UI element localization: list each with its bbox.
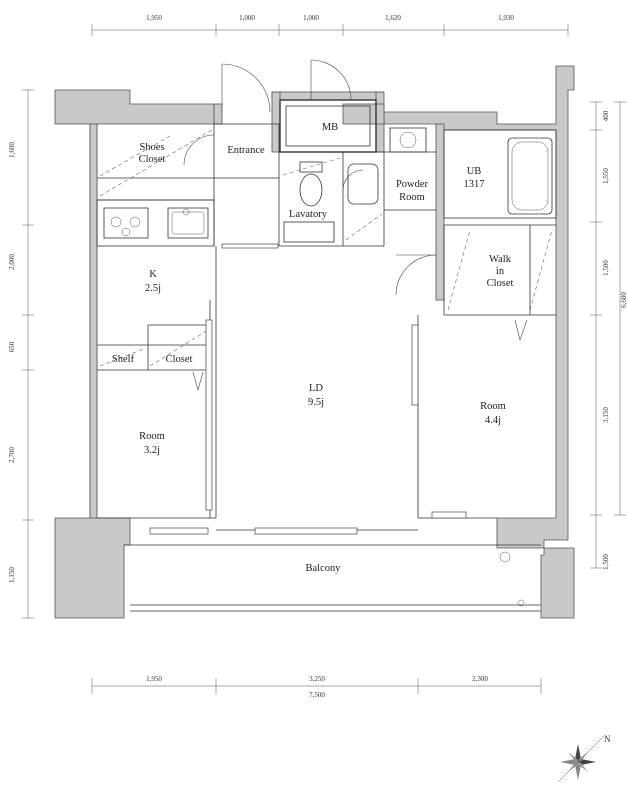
compass-rose-icon: N	[557, 734, 611, 783]
interior-walls	[96, 123, 557, 546]
dim-top-1: 1,950	[146, 14, 162, 22]
dim-bottom-1: 1,950	[146, 675, 162, 683]
kitchen-sink-icon	[167, 207, 209, 239]
stove-icon	[103, 207, 149, 239]
dim-left-4: 2,700	[8, 447, 16, 463]
dim-right-4: 3,150	[602, 407, 610, 423]
top-dimension-line: 1,950 1,000 1,000 1,620 1,930	[91, 14, 569, 36]
room-west-label-2: 3.2j	[144, 445, 160, 456]
room-west-label-1: Room	[139, 431, 165, 442]
dim-bottom-3: 2,300	[472, 675, 488, 683]
dim-right-total: 6,600	[620, 292, 628, 308]
fixtures	[103, 127, 553, 243]
dim-bottom-total: 7,500	[309, 691, 325, 699]
room-labels: Shoes Closet Entrance Lavatory Powder Ro…	[112, 142, 514, 574]
dim-right-2: 1,550	[602, 168, 610, 184]
doors	[183, 59, 528, 392]
ub-label-2: 1317	[464, 179, 485, 190]
walk-in-closet-label-2: in	[496, 266, 505, 277]
right-dimension-line: 400 1,550 1,500 3,150 1,500 6,600	[590, 101, 628, 570]
powder-room-label-1: Powder	[396, 179, 429, 190]
entrance-label: Entrance	[227, 145, 265, 156]
balcony-label: Balcony	[306, 563, 342, 574]
ub-label-1: UB	[467, 166, 482, 177]
room-east-label-1: Room	[480, 401, 506, 412]
shoes-closet-label-2: Closet	[139, 154, 166, 165]
kitchen-label-2: 2.5j	[145, 283, 161, 294]
dim-left-3: 650	[8, 341, 16, 352]
dim-left-5: 1,150	[8, 567, 16, 583]
dim-left-2: 2,000	[8, 254, 16, 270]
powder-room-label-2: Room	[399, 192, 425, 203]
toilet-icon	[299, 161, 323, 207]
dim-left-1: 1,600	[8, 142, 16, 158]
dim-top-3: 1,000	[303, 14, 319, 22]
mb-label: MB	[322, 122, 338, 133]
dim-top-5: 1,930	[498, 14, 514, 22]
washbasin-icon	[389, 127, 427, 153]
closet-hangers	[99, 129, 553, 367]
dim-right-5: 1,500	[602, 554, 610, 570]
dim-right-1: 400	[602, 110, 610, 121]
walk-in-closet-label-3: Closet	[487, 278, 514, 289]
lavatory-basin-icon	[283, 221, 335, 243]
dim-right-3: 1,500	[602, 260, 610, 276]
ld-label-2: 9.5j	[308, 397, 324, 408]
dim-top-4: 1,620	[385, 14, 401, 22]
bottom-dimension-line: 1,950 3,250 2,300 7,500	[91, 675, 542, 699]
balcony-railing	[130, 551, 541, 612]
bathtub-icon	[507, 137, 553, 215]
kitchen-label-1: K	[149, 269, 157, 280]
windows	[149, 243, 467, 535]
washing-machine-pan-icon	[347, 163, 379, 205]
lavatory-label: Lavatory	[289, 209, 328, 220]
dim-bottom-2: 3,250	[309, 675, 325, 683]
left-dimension-line: 1,600 2,000 650 2,700 1,150	[8, 89, 34, 619]
dim-top-2: 1,000	[239, 14, 255, 22]
ld-label-1: LD	[309, 383, 323, 394]
room-east-label-2: 4.4j	[485, 415, 501, 426]
closet-label: Closet	[166, 354, 193, 365]
outer-walls	[54, 65, 575, 619]
walk-in-closet-label-1: Walk	[489, 254, 512, 265]
shoes-closet-label-1: Shoes	[139, 142, 164, 153]
shelf-label: Shelf	[112, 354, 135, 365]
compass-north-label: N	[604, 734, 611, 744]
